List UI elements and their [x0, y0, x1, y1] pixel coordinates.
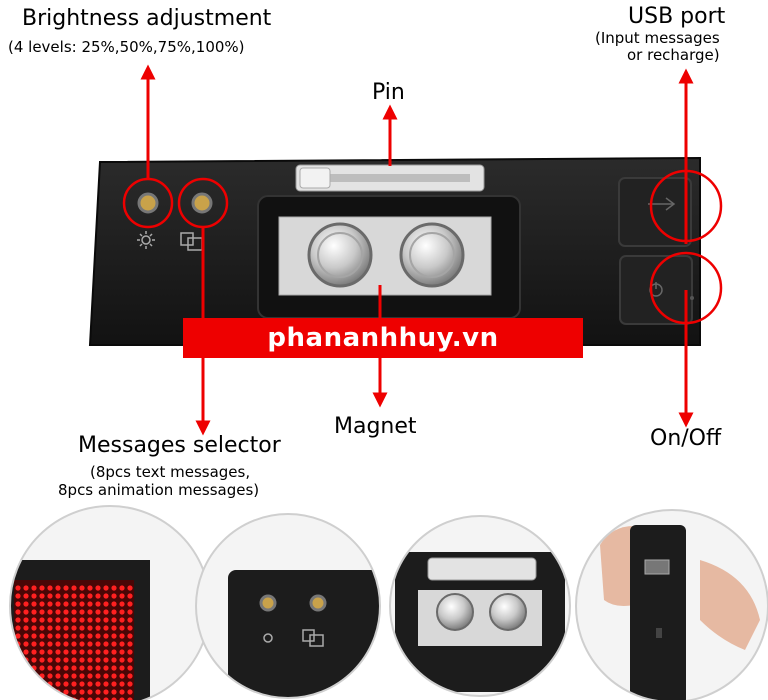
brightness-sun-icon — [137, 231, 155, 249]
messages-button[interactable] — [191, 192, 213, 214]
brightness-label: Brightness adjustment — [22, 6, 272, 31]
brightness-sublabel: (4 levels: 25%,50%,75%,100%) — [8, 38, 245, 56]
messages-sublabel-2: 8pcs animation messages) — [58, 481, 260, 499]
brightness-button[interactable] — [137, 192, 159, 214]
pin-clasp — [295, 164, 485, 192]
usb-label: USB port — [628, 4, 726, 29]
detail-photo-buttons — [195, 513, 381, 699]
watermark-banner: phananhhuy.vn — [183, 318, 583, 358]
usb-sublabel-2: or recharge) — [627, 46, 720, 64]
detail-photo-magnet — [389, 515, 571, 697]
usb-sublabel-1: (Input messages — [595, 29, 720, 47]
messages-sublabel-1: (8pcs text messages, — [90, 463, 251, 481]
onoff-label: On/Off — [650, 426, 722, 451]
messages-label: Messages selector — [78, 433, 281, 458]
power-switch[interactable] — [619, 255, 693, 325]
pin-label: Pin — [372, 80, 405, 105]
highlight-brightness — [122, 177, 174, 229]
detail-photo-led — [9, 505, 211, 700]
usb-port-cover[interactable] — [618, 177, 692, 247]
detail-photo-usb-side — [575, 509, 768, 700]
usb-icon — [648, 197, 676, 211]
badge-device — [88, 156, 701, 346]
magnet-label: Magnet — [334, 414, 417, 439]
